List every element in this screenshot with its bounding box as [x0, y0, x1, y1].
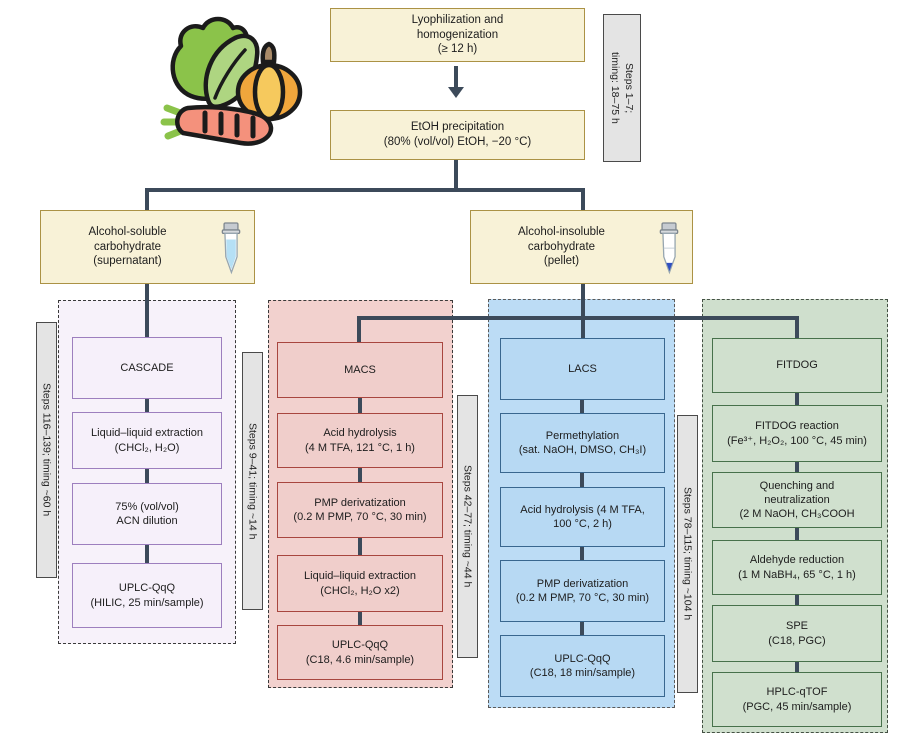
timing-label-cascade: Steps 116–139; timing ~60 h — [36, 322, 57, 578]
cascade-title-box: CASCADE — [72, 337, 222, 399]
connector-etoh-down — [454, 160, 458, 190]
timing-label-steps-1-7: Steps 1–7; timing: 18–75 h — [603, 14, 641, 162]
connector-to-macs — [357, 316, 361, 343]
connector-to-insoluble — [581, 188, 585, 212]
connector-lacs-1 — [580, 400, 584, 413]
connector-fitdog-5 — [795, 662, 799, 672]
lyophilization-box: Lyophilization and homogenization (≥ 12 … — [330, 8, 585, 62]
connector-soluble-to-cascade — [145, 284, 149, 338]
connector-macs-1 — [358, 398, 362, 413]
connector-fitdog-3 — [795, 528, 799, 540]
cascade-step-liquid-liquid: Liquid–liquid extraction (CHCl₂, H₂O) — [72, 412, 222, 469]
cascade-step-uplc: UPLC-QqQ (HILIC, 25 min/sample) — [72, 563, 222, 628]
lacs-step-permethylation: Permethylation (sat. NaOH, DMSO, CH₃I) — [500, 413, 665, 473]
fitdog-title-box: FITDOG — [712, 338, 882, 393]
timing-label-macs: Steps 9–41; timing ~14 h — [242, 352, 263, 610]
connector-fitdog-1 — [795, 393, 799, 405]
timing-label-fitdog-text: Steps 78–115; timing ~104 h — [681, 487, 694, 621]
timing-label-macs-text: Steps 9–41; timing ~14 h — [246, 422, 259, 540]
down-arrow-icon — [448, 87, 464, 98]
connector-insoluble-to-lacs — [581, 284, 585, 340]
vegetables-icon — [160, 16, 303, 146]
timing-label-cascade-text: Steps 116–139; timing ~60 h — [40, 383, 53, 517]
tube-pellet-icon — [659, 222, 679, 275]
connector-to-fitdog — [795, 316, 799, 339]
connector-fitdog-4 — [795, 595, 799, 605]
lacs-step-pmp: PMP derivatization (0.2 M PMP, 70 °C, 30… — [500, 560, 665, 622]
connector-macs-4 — [358, 612, 362, 625]
alcohol-insoluble-label: Alcohol-insoluble carbohydrate (pellet) — [518, 225, 605, 268]
connector-methods-horizontal — [357, 316, 799, 320]
connector-cascade-1 — [145, 399, 149, 412]
etoh-precipitation-box: EtOH precipitation (80% (vol/vol) EtOH, … — [330, 110, 585, 160]
fitdog-step-reaction: FITDOG reaction (Fe³⁺, H₂O₂, 100 °C, 45 … — [712, 405, 882, 462]
fitdog-step-aldehyde: Aldehyde reduction (1 M NaBH₄, 65 °C, 1 … — [712, 540, 882, 595]
connector-macs-2 — [358, 468, 362, 482]
alcohol-soluble-label: Alcohol-soluble carbohydrate (supernatan… — [88, 225, 167, 268]
connector-fitdog-2 — [795, 462, 799, 472]
fitdog-step-spe: SPE (C18, PGC) — [712, 605, 882, 662]
timing-label-fitdog: Steps 78–115; timing ~104 h — [677, 415, 698, 693]
macs-step-acid-hydrolysis: Acid hydrolysis (4 M TFA, 121 °C, 1 h) — [277, 413, 443, 468]
connector-cascade-2 — [145, 469, 149, 483]
lacs-step-acid-hydrolysis: Acid hydrolysis (4 M TFA, 100 °C, 2 h) — [500, 487, 665, 547]
connector-lacs-3 — [580, 547, 584, 560]
fitdog-step-hplc: HPLC-qTOF (PGC, 45 min/sample) — [712, 672, 882, 727]
lacs-title-box: LACS — [500, 338, 665, 400]
lacs-step-uplc: UPLC-QqQ (C18, 18 min/sample) — [500, 635, 665, 697]
macs-step-liquid-liquid: Liquid–liquid extraction (CHCl₂, H₂O x2) — [277, 555, 443, 612]
timing-label-lacs-text: Steps 42–77; timing ~44 h — [461, 465, 474, 588]
macs-step-pmp: PMP derivatization (0.2 M PMP, 70 °C, 30… — [277, 482, 443, 538]
connector-to-soluble — [145, 188, 149, 212]
connector-lacs-4 — [580, 622, 584, 635]
connector-macs-3 — [358, 538, 362, 555]
connector-cascade-3 — [145, 545, 149, 563]
cascade-step-acn-dilution: 75% (vol/vol) ACN dilution — [72, 483, 222, 545]
connector-lacs-2 — [580, 473, 584, 487]
macs-step-uplc: UPLC-QqQ (C18, 4.6 min/sample) — [277, 625, 443, 680]
fitdog-step-quenching: Quenching and neutralization (2 M NaOH, … — [712, 472, 882, 528]
alcohol-soluble-box: Alcohol-soluble carbohydrate (supernatan… — [40, 210, 255, 284]
timing-label-steps-1-7-text: Steps 1–7; timing: 18–75 h — [609, 52, 636, 124]
tube-supernatant-icon — [221, 222, 241, 275]
timing-label-lacs: Steps 42–77; timing ~44 h — [457, 395, 478, 658]
alcohol-insoluble-box: Alcohol-insoluble carbohydrate (pellet) — [470, 210, 693, 284]
connector-top-arrow-shaft — [454, 66, 458, 88]
macs-title-box: MACS — [277, 342, 443, 398]
connector-branch-horizontal — [145, 188, 585, 192]
